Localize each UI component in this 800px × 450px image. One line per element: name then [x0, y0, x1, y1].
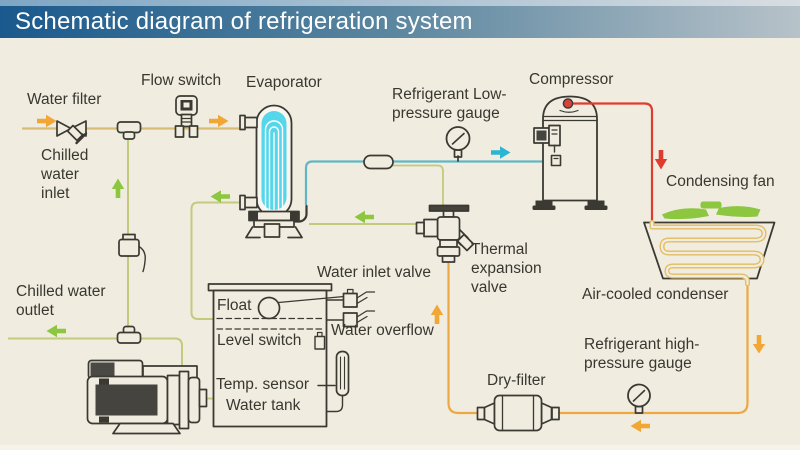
label-flow-switch: Flow switch: [141, 72, 222, 89]
label-compressor: Compressor: [529, 71, 614, 88]
pipe-capillary: [392, 164, 444, 206]
label-evaporator: Evaporator: [246, 74, 322, 91]
label-thermal-expansion-valve: Thermal expansion valve: [471, 241, 542, 296]
level-switch-icon: [314, 331, 326, 350]
label-dry-filter: Dry-filter: [487, 372, 546, 389]
label-float: Float: [217, 297, 252, 314]
title-bar-highlight: [0, 0, 800, 6]
arrow-liquid-left: [630, 419, 650, 433]
label-water-inlet-valve: Water inlet valve: [317, 264, 431, 281]
pipe-discharge: [570, 102, 654, 223]
thermal-expansion-valve-icon: [415, 204, 475, 263]
dry-filter-icon: [476, 394, 560, 432]
label-chilled-water-outlet: Chilled water outlet: [16, 283, 106, 319]
water-overflow-icon: [325, 310, 376, 328]
arrow-txv-to-evap: [354, 210, 374, 224]
arrow-inlet-2: [209, 114, 229, 128]
label-water-tank: Water tank: [226, 397, 301, 414]
flow-arrows: [37, 114, 766, 433]
arrow-bypass-up: [111, 178, 125, 198]
title-bar: Schematic diagram of refrigeration syste…: [0, 6, 800, 38]
arrow-inlet-1: [37, 114, 57, 128]
page-title: Schematic diagram of refrigeration syste…: [15, 8, 473, 35]
arrow-txv-in-up: [430, 304, 444, 324]
flow-switch-icon: [174, 95, 199, 138]
condenser-icon: [643, 220, 776, 287]
water-filter-icon: [56, 120, 88, 145]
txv-bulb-icon: [363, 154, 394, 170]
label-air-cooled-condenser: Air-cooled condenser: [582, 286, 729, 303]
pump-icon: [86, 359, 208, 435]
pipe-tee-bottom-icon: [116, 325, 142, 344]
condensing-fan-icon: [662, 201, 761, 220]
water-inlet-valve-icon: [325, 288, 376, 308]
pipe-chilled-water: [8, 138, 417, 400]
label-condensing-fan: Condensing fan: [666, 173, 775, 190]
bottom-edge: [0, 445, 800, 450]
compressor-discharge-port: [562, 98, 574, 109]
arrow-condenser-out-down: [752, 335, 766, 354]
label-water-overflow: Water overflow: [331, 322, 434, 339]
evaporator-icon: [239, 104, 308, 239]
label-refrigerant-high-pressure-gauge: Refrigerant high-pressure gauge: [584, 336, 700, 372]
label-temp-sensor: Temp. sensor: [216, 376, 310, 393]
arrow-suction: [491, 146, 511, 159]
label-level-switch: Level switch: [217, 332, 302, 349]
label-chilled-water-inlet: Chilled water inlet: [41, 147, 89, 202]
bypass-sensor-icon: [118, 233, 146, 273]
compressor-icon: [532, 95, 608, 210]
arrow-evap-to-tank: [210, 190, 230, 203]
high-pressure-gauge-icon: [627, 383, 651, 414]
low-pressure-gauge-icon: [445, 126, 471, 162]
pipe-tee-icon: [116, 121, 142, 140]
temp-sensor-icon: [317, 350, 350, 413]
label-water-filter: Water filter: [27, 91, 102, 108]
arrow-outlet-left: [46, 324, 66, 338]
arrow-discharge-down: [654, 150, 668, 170]
pipe-suction: [304, 160, 552, 205]
pipe-liquid: [447, 262, 749, 415]
label-refrigerant-low-pressure-gauge: Refrigerant Low-pressure gauge: [392, 86, 507, 122]
float-icon: [257, 295, 345, 320]
